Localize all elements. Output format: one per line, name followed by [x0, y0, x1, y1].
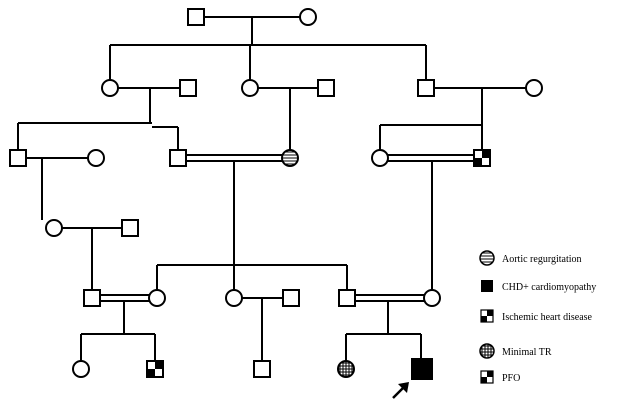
gen3-male-1 — [9, 149, 27, 167]
legend-ischemic-heart-disease-icon — [480, 309, 494, 323]
legend-aortic-regurgitation-icon — [479, 250, 495, 266]
gen2-male-1 — [179, 79, 197, 97]
legend-chd-cardiomyopathy-icon — [481, 280, 493, 292]
gen6-female-minimal-tr — [337, 360, 355, 378]
pedigree-lines — [17, 16, 526, 361]
gen1-female — [299, 8, 317, 26]
legend-minimal-tr-label: Minimal TR — [502, 347, 552, 358]
gen4-female — [45, 219, 63, 237]
gen3-female-aortic-regurgitation — [281, 149, 299, 167]
legend-chd-cardiomyopathy-label: CHD+ cardiomyopathy — [502, 282, 596, 293]
proband-arrow-icon — [392, 382, 409, 399]
gen5-female-2 — [225, 289, 243, 307]
legend-ischemic-heart-disease-label: Ischemic heart disease — [502, 312, 593, 323]
gen6-male-pfo — [146, 360, 164, 378]
gen5-male-2 — [282, 289, 300, 307]
gen5-male-3 — [338, 289, 356, 307]
proband-male-chd-cardiomyopathy — [411, 358, 433, 380]
gen2-male-3 — [417, 79, 435, 97]
legend-pfo-label: PFO — [502, 373, 520, 384]
gen3-female-2 — [371, 149, 389, 167]
gen5-male-1 — [83, 289, 101, 307]
legend: Aortic regurgitation CHD+ cardiomyopathy… — [479, 250, 596, 384]
gen2-female-1 — [101, 79, 119, 97]
gen3-female-1 — [87, 149, 105, 167]
gen3-male-ischemic-heart-disease — [473, 149, 491, 167]
gen2-male-2 — [317, 79, 335, 97]
gen1-male — [187, 8, 205, 26]
gen5-female-3 — [423, 289, 441, 307]
gen5-female-1 — [148, 289, 166, 307]
legend-aortic-regurgitation-label: Aortic regurgitation — [502, 254, 582, 265]
gen6-male-2 — [253, 360, 271, 378]
legend-pfo-icon — [480, 370, 494, 384]
legend-minimal-tr-icon — [479, 343, 495, 359]
gen6-female-1 — [72, 360, 90, 378]
gen3-male-2 — [169, 149, 187, 167]
gen2-female-2 — [241, 79, 259, 97]
gen4-male — [121, 219, 139, 237]
gen2-female-3 — [525, 79, 543, 97]
